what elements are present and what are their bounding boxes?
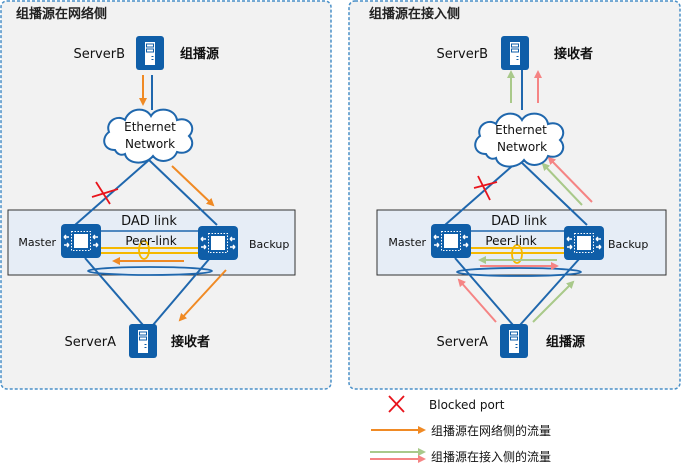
- legend-item-network-side-flow: 组播源在网络侧的流量: [371, 423, 551, 438]
- mlag-bundle-ellipse: [87, 266, 213, 276]
- mlag-box: [376, 209, 667, 276]
- master-switch-icon: [60, 223, 102, 259]
- backup-label: Backup: [608, 238, 648, 251]
- cloud-label-line2: Network: [125, 137, 175, 151]
- master-label: Master: [388, 236, 426, 249]
- link-cloud-backup: [148, 159, 218, 226]
- server-a-icon: [499, 323, 529, 359]
- link-cloud-master: [444, 159, 520, 226]
- server-b-name: ServerB: [436, 47, 488, 62]
- mlag-bundle-ellipse: [456, 267, 582, 277]
- cloud-label-line2: Network: [497, 140, 547, 154]
- cloud-label-line1: Ethernet: [124, 120, 176, 134]
- peer-link-label: Peer-link: [125, 234, 176, 248]
- panel-access-side: 组播源在接入侧 Ethernet Network ServerB 接收者: [348, 0, 681, 390]
- link-cloud-backup: [518, 159, 588, 226]
- server-b-icon: [500, 35, 530, 71]
- dad-link-label: DAD link: [121, 214, 177, 229]
- panel-title: 组播源在接入侧: [369, 6, 460, 22]
- backup-switch-icon: [197, 225, 239, 261]
- legend-label: 组播源在接入侧的流量: [431, 449, 551, 464]
- flow-red-servera-master: [457, 278, 497, 323]
- server-a-name: ServerA: [64, 335, 116, 350]
- link-cloud-master: [74, 159, 150, 226]
- flow-red-backup-cloud: [547, 156, 593, 203]
- flow-green-backup-cloud: [541, 162, 583, 206]
- server-b-role: 接收者: [554, 46, 593, 62]
- flow-green-servera-backup: [532, 280, 575, 323]
- server-b-icon: [135, 35, 165, 71]
- legend-label: Blocked port: [429, 398, 505, 412]
- blocked-port-x-icon: [388, 395, 405, 413]
- server-a-name: ServerA: [436, 335, 488, 350]
- legend-item-access-side-flow: 组播源在接入侧的流量: [370, 448, 551, 464]
- panel-network-side: 组播源在网络侧 Ethernet Network Ser: [0, 0, 332, 390]
- panel-title: 组播源在网络侧: [16, 6, 107, 22]
- flow-cloud-backup: [171, 165, 215, 207]
- master-label: Master: [18, 236, 56, 249]
- legend-label: 组播源在网络侧的流量: [431, 423, 551, 438]
- server-b-role: 组播源: [180, 46, 219, 62]
- panel-frame: [0, 0, 332, 390]
- server-a-role: 组播源: [546, 334, 585, 350]
- backup-switch-icon: [563, 225, 605, 261]
- mlag-box: [7, 209, 296, 276]
- blocked-port-x-icon: [91, 181, 119, 205]
- peer-link-bundle-ring: [138, 240, 150, 260]
- server-a-role: 接收者: [171, 334, 210, 350]
- legend-item-blocked-port: Blocked port: [388, 395, 505, 413]
- server-a-icon: [128, 323, 158, 359]
- flow-backup-servera: [178, 269, 227, 322]
- legend: Blocked port 组播源在网络侧的流量 组播源在接入侧的流量: [370, 395, 551, 464]
- cloud-label-line1: Ethernet: [495, 123, 547, 137]
- server-b-name: ServerB: [73, 47, 125, 62]
- panel-frame: [348, 0, 681, 390]
- blocked-port-x-icon: [473, 175, 498, 201]
- peer-link-label: Peer-link: [485, 234, 536, 248]
- master-switch-icon: [430, 223, 472, 259]
- dad-link-label: DAD link: [491, 214, 547, 229]
- green-red-arrows-icon: [370, 448, 426, 463]
- backup-label: Backup: [249, 238, 289, 251]
- peer-link-bundle-ring: [511, 244, 523, 264]
